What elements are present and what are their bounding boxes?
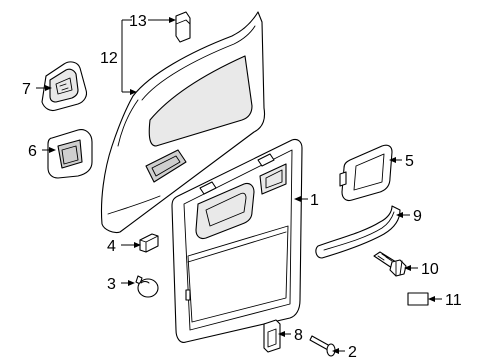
callout-13: 13 xyxy=(129,13,147,30)
callout-10: 10 xyxy=(421,261,439,278)
part-5-cover xyxy=(339,144,393,202)
callout-7: 7 xyxy=(22,81,31,98)
callout-6: 6 xyxy=(28,143,37,160)
part-13-clip xyxy=(175,11,191,43)
callout-1: 1 xyxy=(310,192,319,209)
callout-9: 9 xyxy=(413,208,422,225)
part-7-latch-handle xyxy=(41,61,88,112)
part-8-retainer xyxy=(263,319,281,353)
callout-4: 4 xyxy=(107,238,116,255)
part-6-handle-bezel xyxy=(47,129,93,179)
part-1-inner-door-panel xyxy=(171,138,303,343)
callout-8: 8 xyxy=(294,327,303,344)
part-3-push-pin xyxy=(135,275,159,298)
part-11-pad xyxy=(407,292,429,306)
part-4-clip xyxy=(139,233,159,253)
part-2-pin xyxy=(309,335,336,357)
callout-labels: 13 12 7 6 4 3 1 5 9 10 11 8 2 xyxy=(22,13,462,360)
leader-lines xyxy=(36,17,442,354)
callout-5: 5 xyxy=(405,153,414,170)
part-9-pull-handle xyxy=(315,205,401,259)
callout-12: 12 xyxy=(100,50,118,67)
callout-2: 2 xyxy=(348,344,357,360)
callout-11: 11 xyxy=(445,292,462,309)
part-12-door-trim-panel xyxy=(100,11,266,234)
callout-3: 3 xyxy=(107,276,116,293)
part-10-bolt xyxy=(373,251,407,277)
